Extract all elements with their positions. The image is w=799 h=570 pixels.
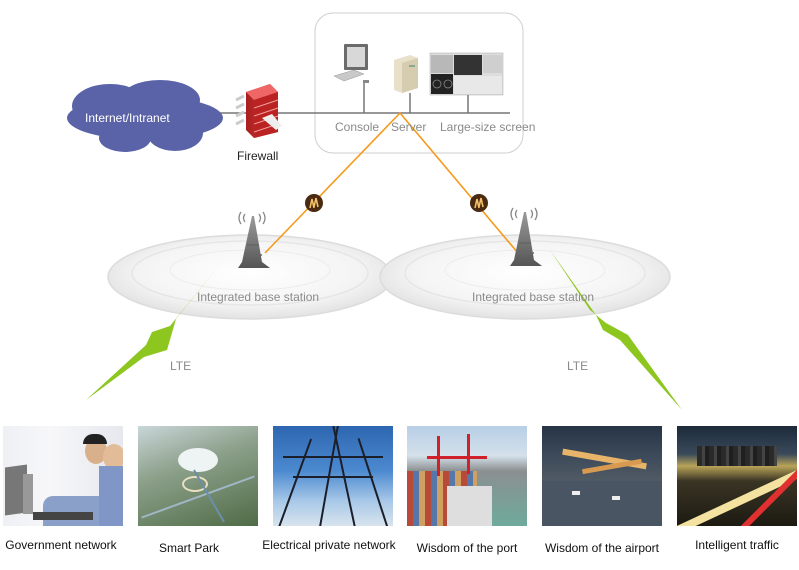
app-caption-smart-park: Smart Park bbox=[158, 541, 219, 555]
power-tower-photo bbox=[273, 426, 393, 526]
aerial-city-photo bbox=[138, 426, 258, 526]
app-caption-port: Wisdom of the port bbox=[416, 541, 518, 555]
lightning-icon bbox=[550, 250, 682, 410]
lte-label-left: LTE bbox=[170, 359, 192, 373]
server-label: Server bbox=[391, 120, 427, 134]
large-screen-label: Large-size screen bbox=[440, 120, 536, 134]
console-label: Console bbox=[335, 120, 380, 134]
cell-tower-icon bbox=[510, 207, 542, 266]
cell-tower-icon bbox=[238, 211, 270, 268]
link-node-icon bbox=[470, 194, 488, 212]
computer-icon bbox=[333, 44, 369, 113]
base-station-label-left: Integrated base station bbox=[197, 290, 320, 304]
app-caption-airport: Wisdom of the airport bbox=[544, 541, 660, 555]
link-node-icon bbox=[305, 194, 323, 212]
container-port-photo bbox=[407, 426, 527, 526]
app-caption-government: Government network bbox=[5, 538, 117, 552]
lte-label-right: LTE bbox=[567, 359, 589, 373]
app-caption-electrical: Electrical private network bbox=[262, 538, 396, 552]
firewall-icon bbox=[235, 84, 282, 138]
airport-photo bbox=[542, 426, 662, 526]
firewall-label: Firewall bbox=[237, 149, 279, 163]
cloud-label: Internet/Intranet bbox=[85, 111, 170, 125]
server-icon bbox=[394, 55, 418, 113]
backhaul-link-left bbox=[264, 112, 401, 254]
monitor-wall-icon bbox=[429, 52, 504, 113]
highway-night-photo bbox=[677, 426, 797, 526]
base-station-label-right: Integrated base station bbox=[472, 290, 595, 304]
backhaul-link-right bbox=[399, 112, 519, 254]
app-caption-traffic: Intelligent traffic bbox=[695, 538, 779, 552]
call-center-photo bbox=[3, 426, 123, 526]
cloud-icon bbox=[67, 80, 223, 152]
